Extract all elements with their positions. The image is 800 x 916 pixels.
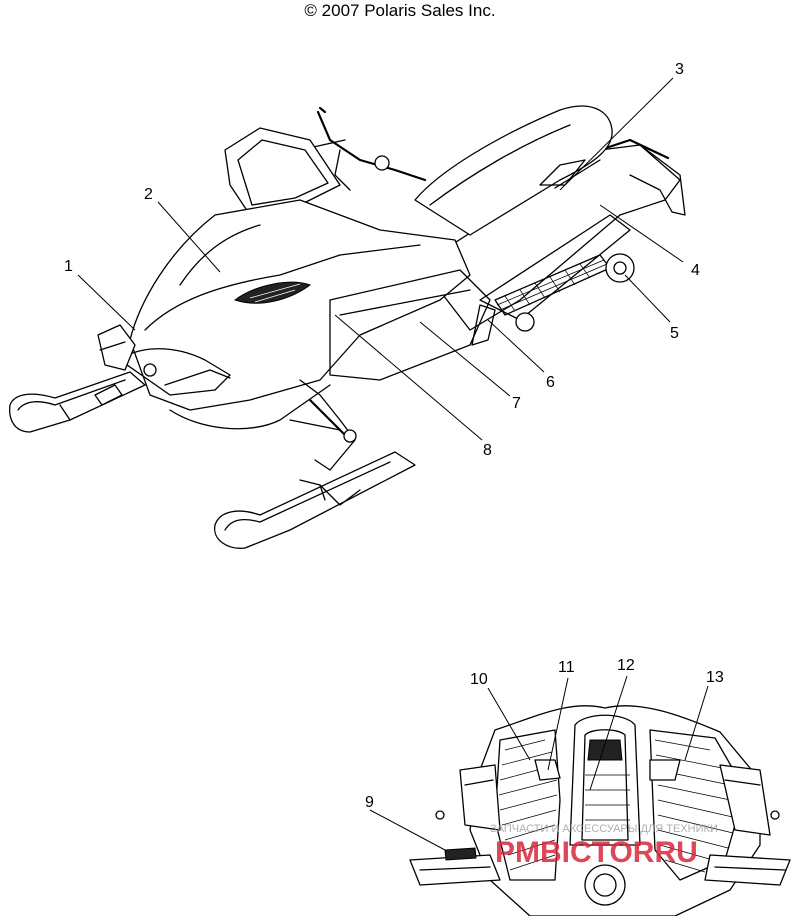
callout-9: 9 — [365, 794, 374, 811]
callout-10: 10 — [470, 671, 488, 688]
callout-13: 13 — [706, 669, 724, 686]
watermark: ЗАПЧАСТИ И АКСЕССУАРЫ ДЛЯ ТЕХНИКИ PMBICT… — [490, 823, 718, 869]
callout-6: 6 — [546, 374, 555, 391]
svg-text:ЗАПЧАСТИ И АКСЕССУАРЫ ДЛЯ ТЕХН: ЗАПЧАСТИ И АКСЕССУАРЫ ДЛЯ ТЕХНИКИ — [490, 823, 718, 835]
svg-text:PMBICTORRU: PMBICTORRU — [495, 836, 698, 869]
copyright-text: © 2007 Polaris Sales Inc. — [304, 1, 496, 20]
callout-2: 2 — [144, 186, 153, 203]
front-hood-drawing — [409, 705, 791, 916]
leader-lines-bottom — [369, 675, 709, 851]
callout-5: 5 — [670, 325, 679, 342]
callout-8: 8 — [483, 442, 492, 459]
snowmobile-drawing — [9, 105, 686, 549]
callout-1: 1 — [64, 258, 73, 275]
callout-numbers: 1 2 3 4 5 6 7 8 9 10 11 12 13 — [64, 61, 724, 811]
callout-3: 3 — [675, 61, 684, 78]
callout-12: 12 — [617, 657, 635, 674]
leader-lines-top — [77, 77, 684, 441]
callout-7: 7 — [512, 395, 521, 412]
callout-11: 11 — [558, 659, 575, 676]
callout-4: 4 — [691, 262, 700, 279]
